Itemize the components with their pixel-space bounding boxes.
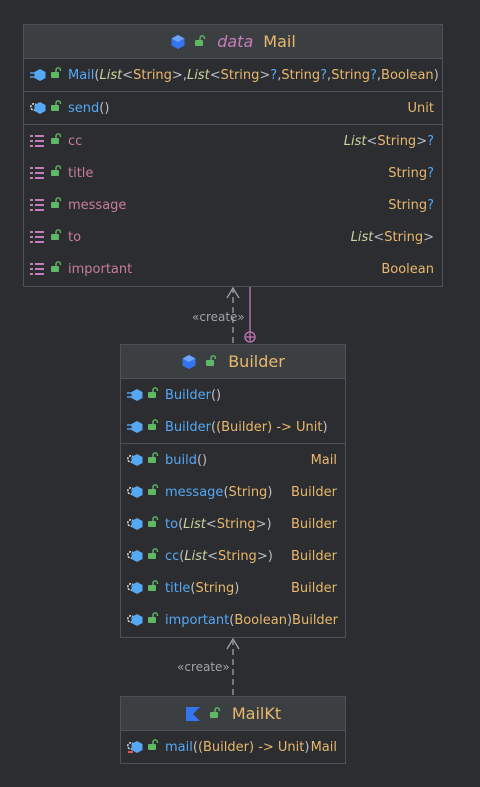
method-row-title[interactable]: title(String) Builder	[121, 572, 345, 604]
public-lock-icon	[50, 67, 62, 83]
field-row-title[interactable]: title String?	[24, 157, 442, 189]
class-builder[interactable]: Builder Builder() Builder((Builder) -> U…	[120, 344, 346, 638]
constructors-section: Mail(List<String>, List<String>?, String…	[24, 59, 442, 92]
method-row-send[interactable]: send() Unit	[24, 92, 442, 124]
class-name: MailKt	[231, 704, 282, 723]
public-lock-icon	[147, 739, 159, 755]
method-icon	[126, 581, 144, 595]
public-lock-icon	[147, 484, 159, 500]
constructor-row[interactable]: Builder()	[121, 379, 345, 411]
constructor-icon	[126, 420, 144, 434]
method-icon	[29, 101, 47, 115]
method-row-cc[interactable]: cc(List<String>) Builder	[121, 540, 345, 572]
field-type: String?	[388, 165, 434, 181]
nested-class-marker	[244, 331, 256, 343]
public-lock-icon	[50, 197, 62, 213]
public-lock-icon	[147, 612, 159, 628]
field-row-to[interactable]: to List<String>	[24, 221, 442, 253]
class-mail[interactable]: data Mail Mail(List<String>, List<String…	[23, 24, 443, 287]
fields-section: cc List<String>? title String? message S…	[24, 125, 442, 285]
field-name: to	[68, 229, 82, 245]
public-lock-icon	[209, 704, 221, 723]
field-row-message[interactable]: message String?	[24, 189, 442, 221]
field-name: title	[68, 165, 94, 181]
field-icon	[29, 166, 47, 180]
public-lock-icon	[205, 352, 217, 371]
class-header: MailKt	[121, 697, 345, 731]
constructor-icon	[126, 388, 144, 402]
public-lock-icon	[194, 32, 206, 51]
field-name: cc	[68, 133, 83, 149]
public-lock-icon	[147, 548, 159, 564]
class-name: Mail	[263, 32, 296, 51]
public-lock-icon	[147, 387, 159, 403]
method-row-build[interactable]: build() Mail	[121, 444, 345, 476]
data-keyword: data	[217, 32, 254, 51]
field-name: message	[68, 197, 127, 213]
constructor-row[interactable]: Builder((Builder) -> Unit)	[121, 411, 345, 443]
constructor-name: Mail	[68, 67, 95, 83]
public-lock-icon	[50, 100, 62, 116]
public-lock-icon	[50, 229, 62, 245]
method-icon	[126, 517, 144, 531]
create-arrow-head-1	[226, 286, 240, 299]
constructors-section: Builder() Builder((Builder) -> Unit)	[121, 379, 345, 444]
field-row-cc[interactable]: cc List<String>?	[24, 125, 442, 157]
class-icon	[181, 354, 197, 370]
class-name: Builder	[228, 352, 285, 371]
public-lock-icon	[50, 261, 62, 277]
public-lock-icon	[50, 133, 62, 149]
field-icon	[29, 262, 47, 276]
public-lock-icon	[147, 580, 159, 596]
field-type: List<String>	[350, 229, 434, 245]
field-icon	[29, 230, 47, 244]
method-row-important[interactable]: important(Boolean) Builder	[121, 604, 345, 636]
field-icon	[29, 134, 47, 148]
field-name: important	[68, 261, 133, 277]
public-lock-icon	[147, 516, 159, 532]
create-arrow-head-2	[226, 637, 240, 650]
method-icon	[126, 485, 144, 499]
method-row-mail[interactable]: mail((Builder) -> Unit) Mail	[121, 731, 345, 763]
public-lock-icon	[147, 419, 159, 435]
field-type: List<String>?	[343, 133, 434, 149]
constructor-icon	[29, 68, 47, 82]
field-type: Boolean	[381, 261, 434, 277]
method-icon	[126, 549, 144, 563]
field-type: String?	[388, 197, 434, 213]
constructor-row[interactable]: Mail(List<String>, List<String>?, String…	[24, 59, 442, 91]
field-row-important[interactable]: important Boolean	[24, 253, 442, 285]
method-icon	[126, 613, 144, 627]
class-header: data Mail	[24, 25, 442, 59]
method-icon	[126, 453, 144, 467]
kotlin-file-icon	[185, 706, 201, 722]
methods-section: build() Mail message(String) Builder to(…	[121, 444, 345, 636]
static-method-icon	[126, 740, 144, 754]
class-icon	[170, 34, 186, 50]
class-mailkt[interactable]: MailKt mail((Builder) -> Unit) Mail	[120, 696, 346, 764]
create-label-1: «create»	[192, 310, 245, 324]
public-lock-icon	[147, 452, 159, 468]
methods-section: send() Unit	[24, 92, 442, 125]
create-label-2: «create»	[177, 660, 230, 674]
method-row-message[interactable]: message(String) Builder	[121, 476, 345, 508]
method-name: send	[68, 100, 100, 116]
method-row-to[interactable]: to(List<String>) Builder	[121, 508, 345, 540]
field-icon	[29, 198, 47, 212]
class-header: Builder	[121, 345, 345, 379]
public-lock-icon	[50, 165, 62, 181]
method-return-type: Unit	[407, 100, 434, 116]
